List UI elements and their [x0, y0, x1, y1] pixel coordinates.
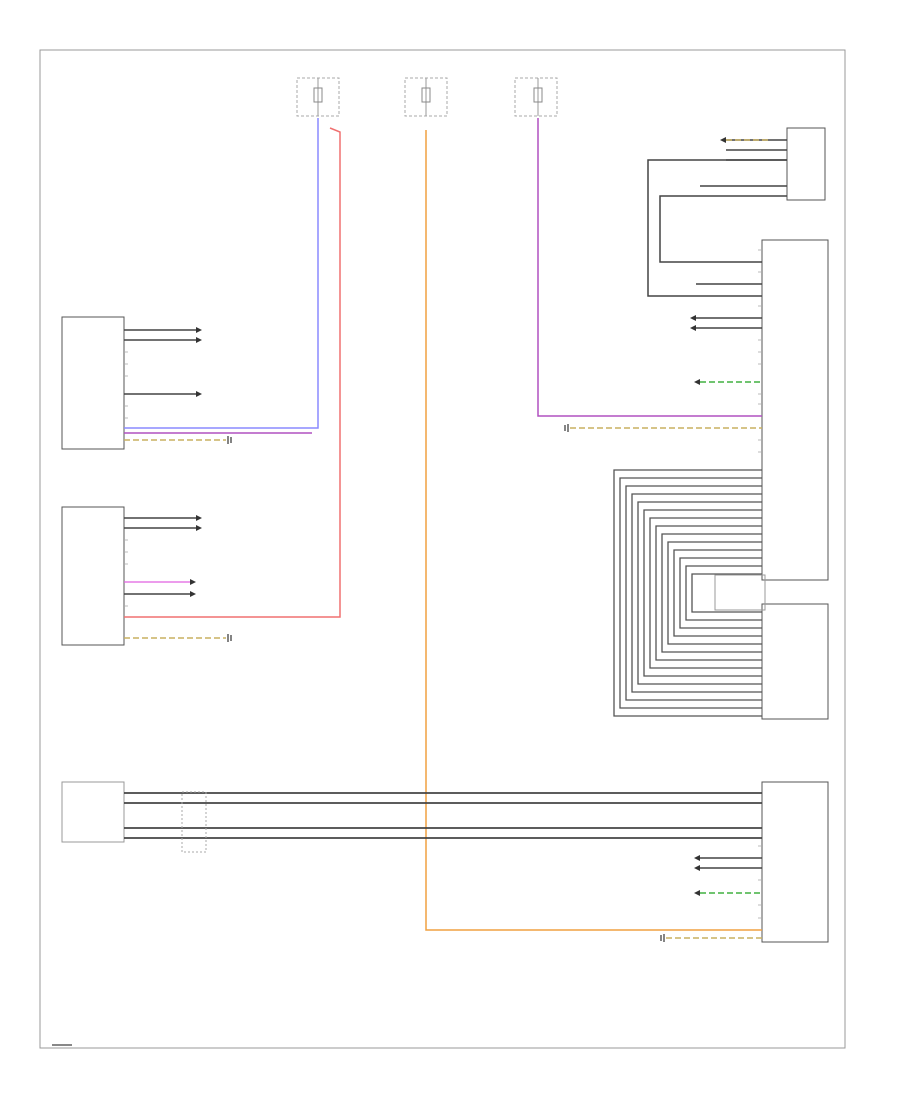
left-module-1 — [61, 316, 125, 450]
right-module-main — [761, 239, 829, 581]
right-main-wires — [696, 283, 762, 329]
wire-blue-feed — [124, 118, 319, 429]
connector-pin-icon — [190, 137, 726, 896]
harness-loops — [613, 469, 762, 717]
right-module-bottom — [761, 781, 829, 943]
fuse-box-3 — [514, 77, 558, 117]
module-pin-ticks — [124, 249, 762, 919]
right-bottom-wires — [700, 857, 762, 869]
fuse-box-2 — [404, 77, 448, 117]
fuse-box-1 — [296, 77, 340, 117]
left-module-2 — [61, 506, 125, 646]
wire-red-feed — [124, 127, 341, 618]
bus-splice-box — [181, 791, 207, 853]
fuse-icon — [533, 87, 543, 103]
left-module-3 — [61, 781, 125, 843]
wire-orange-feed — [425, 130, 762, 931]
harness-splice-box — [714, 574, 766, 611]
wire-violet-feed — [537, 118, 762, 417]
module2-wires — [124, 517, 196, 595]
right-top-wiring — [647, 139, 787, 297]
right-module-lower — [761, 603, 829, 720]
fuse-icon — [421, 87, 431, 103]
module1-wires — [124, 329, 196, 395]
ground-symbol-icon — [227, 424, 665, 942]
diagram-frame — [39, 49, 846, 1049]
right-top-sensor — [786, 127, 826, 201]
bus-wires — [124, 792, 762, 839]
fuse-icon — [313, 87, 323, 103]
